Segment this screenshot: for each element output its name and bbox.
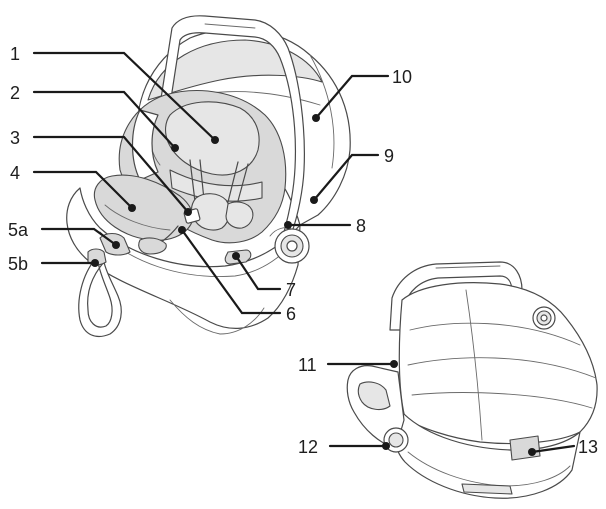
callout-4: 4 xyxy=(10,163,20,183)
callout-9: 9 xyxy=(384,146,394,166)
callout-5a: 5a xyxy=(8,220,29,240)
callout-leaders xyxy=(32,51,576,456)
callout-7: 7 xyxy=(286,280,296,300)
car-seat-front-view xyxy=(66,15,351,338)
callout-1: 1 xyxy=(10,44,20,64)
callout-5b: 5b xyxy=(8,254,28,274)
callout-11: 11 xyxy=(298,355,317,375)
callout-13: 13 xyxy=(578,437,598,457)
callout-labels: 1 2 3 4 5a 5b 6 7 8 9 10 11 12 13 xyxy=(8,44,598,457)
callout-2: 2 xyxy=(10,83,20,103)
rear-shell xyxy=(393,409,581,499)
side-wing xyxy=(131,109,159,181)
callout-3: 3 xyxy=(10,128,20,148)
car-seat-rear-view xyxy=(346,261,598,499)
rear-release-latch xyxy=(509,435,541,461)
harness-strap-right xyxy=(225,161,239,211)
callout-6: 6 xyxy=(286,304,296,324)
seat-base xyxy=(93,174,194,241)
callout-10: 10 xyxy=(392,67,412,87)
callout-8: 8 xyxy=(356,216,366,236)
callout-12: 12 xyxy=(298,437,318,457)
rear-canopy xyxy=(398,282,598,445)
